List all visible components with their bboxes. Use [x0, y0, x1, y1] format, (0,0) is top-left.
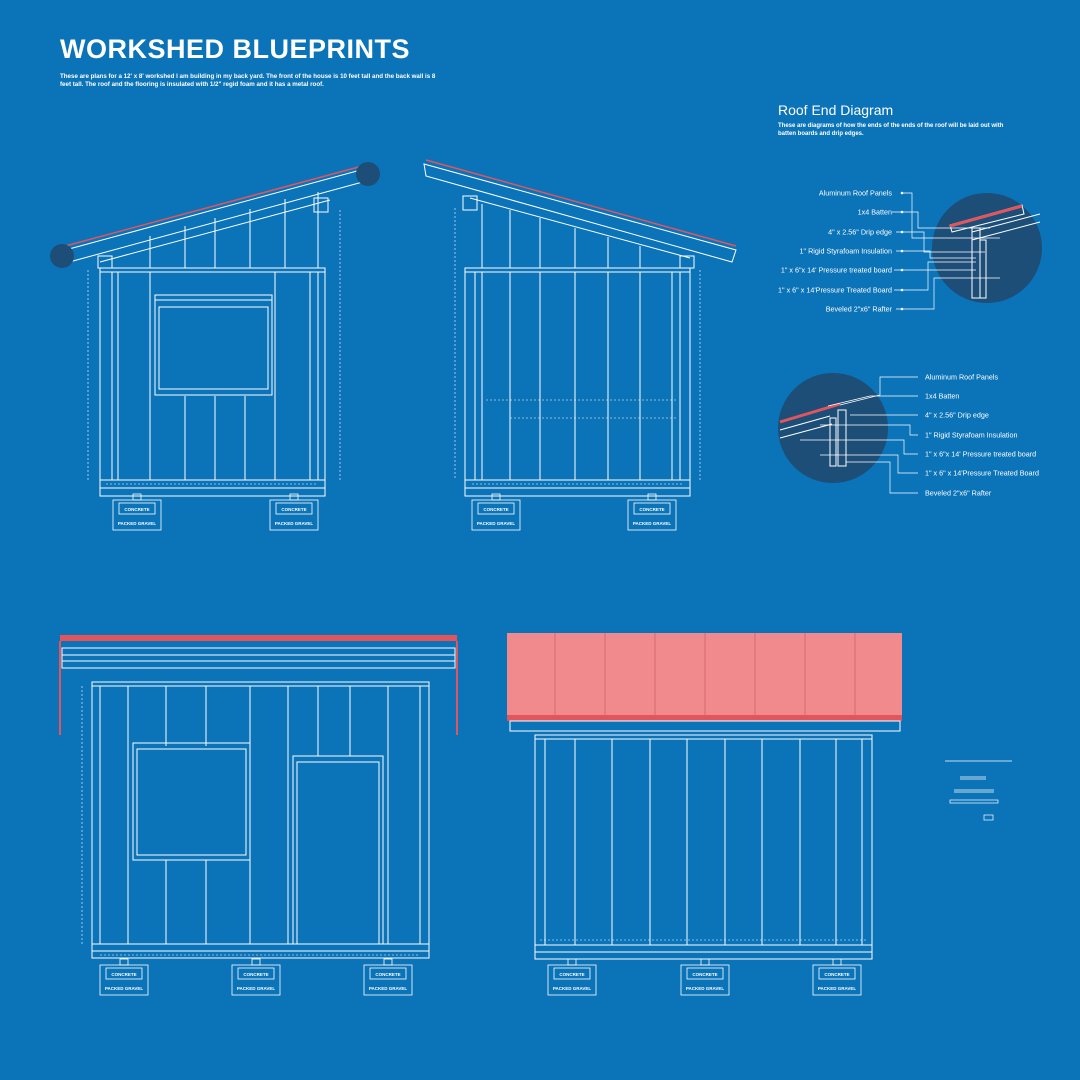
gravel-label: PACKED GRAVEL — [369, 986, 408, 991]
footing: CONCRETE PACKED GRAVEL — [627, 493, 677, 531]
roof-callout-label: 1" x 6"x 14' Pressure treated board — [925, 450, 1036, 459]
callout-dot — [900, 230, 904, 234]
roof-end-detail-upper — [892, 192, 1042, 310]
roof-callout-label: Beveled 2"x6" Rafter — [925, 489, 992, 498]
callout-dot — [900, 268, 904, 272]
roof-end-description: These are diagrams of how the ends of th… — [778, 123, 1004, 137]
footing: CONCRETE PACKED GRAVEL — [363, 958, 413, 996]
footing: CONCRETE PACKED GRAVEL — [680, 958, 730, 996]
intro-text: These are plans for a 12' x 8' workshed … — [60, 73, 436, 88]
concrete-label: CONCRETE — [824, 972, 849, 977]
roof-end-labels-lower: Aluminum Roof Panels 1x4 Batten 4" x 2.56"… — [925, 373, 1039, 498]
concrete-label: CONCRETE — [639, 507, 664, 512]
concrete-label: CONCRETE — [243, 972, 268, 977]
back-elevation — [507, 633, 902, 960]
foundation-footings: CONCRETE PACKED GRAVEL CONCRETE PACKED GRAV… — [99, 493, 862, 996]
gravel-label: PACKED GRAVEL — [118, 521, 157, 526]
callout-dot — [900, 210, 904, 214]
concrete-label: CONCRETE — [559, 972, 584, 977]
roof-callout-label: 1" Rigid Styrafoam Insulation — [925, 431, 1017, 440]
callout-dot — [900, 307, 904, 311]
roof-callout-label: 4" x 2.56" Drip edge — [925, 411, 989, 420]
roof-end-detail-lower — [778, 373, 918, 494]
footing: CONCRETE PACKED GRAVEL — [112, 493, 162, 531]
footing: CONCRETE PACKED GRAVEL — [269, 493, 319, 531]
callout-dot — [900, 288, 904, 292]
concrete-label: CONCRETE — [111, 972, 136, 977]
roof-callout-label: 1" x 6" x 14'Pressure Treated Board — [925, 469, 1039, 478]
roof-callout-label: Aluminum Roof Panels — [819, 189, 893, 198]
roof-callout-label: Beveled 2"x6" Rafter — [826, 305, 893, 314]
footing: CONCRETE PACKED GRAVEL — [99, 958, 149, 996]
gravel-label: PACKED GRAVEL — [477, 521, 516, 526]
concrete-label: CONCRETE — [124, 507, 149, 512]
concrete-label: CONCRETE — [483, 507, 508, 512]
concrete-label: CONCRETE — [692, 972, 717, 977]
roof-callout-label: Aluminum Roof Panels — [925, 373, 999, 382]
side-elevation-left — [57, 164, 371, 497]
gravel-label: PACKED GRAVEL — [633, 521, 672, 526]
callout-dot — [900, 191, 904, 195]
gravel-label: PACKED GRAVEL — [686, 986, 725, 991]
footing: CONCRETE PACKED GRAVEL — [812, 958, 862, 996]
roof-end-title: Roof End Diagram — [778, 102, 894, 118]
roof-callout-label: 1x4 Batten — [925, 392, 959, 401]
roof-callout-label: 1" Rigid Styrafoam Insulation — [800, 247, 892, 256]
footing: CONCRETE PACKED GRAVEL — [547, 958, 597, 996]
gravel-label: PACKED GRAVEL — [105, 986, 144, 991]
gravel-label: PACKED GRAVEL — [818, 986, 857, 991]
roof-callout-label: 1" x 6" x 14'Pressure Treated Board — [778, 286, 892, 295]
footing: CONCRETE PACKED GRAVEL — [231, 958, 281, 996]
gravel-label: PACKED GRAVEL — [275, 521, 314, 526]
gravel-label: PACKED GRAVEL — [237, 986, 276, 991]
roof-end-labels-upper: Aluminum Roof Panels 1x4 Batten 4" x 2.56"… — [778, 189, 904, 314]
callout-dot — [900, 249, 904, 253]
roof-callout-label: 4" x 2.56" Drip edge — [828, 228, 892, 237]
roof-callout-label: 1x4 Batten — [858, 208, 892, 217]
lumber-legend-sketch — [945, 760, 1012, 821]
side-elevation-right — [423, 159, 737, 497]
roof-callout-label: 1" x 6"x 14' Pressure treated board — [781, 266, 892, 275]
footing: CONCRETE PACKED GRAVEL — [471, 493, 521, 531]
concrete-label: CONCRETE — [281, 507, 306, 512]
page-title: WORKSHED BLUEPRINTS — [60, 34, 411, 64]
concrete-label: CONCRETE — [375, 972, 400, 977]
gravel-label: PACKED GRAVEL — [553, 986, 592, 991]
front-elevation — [59, 635, 458, 959]
